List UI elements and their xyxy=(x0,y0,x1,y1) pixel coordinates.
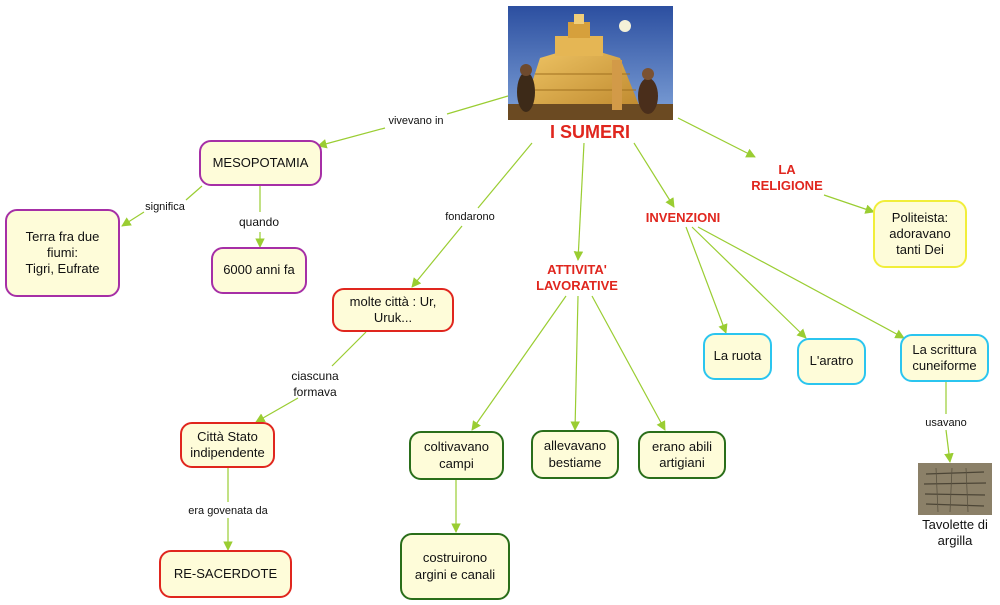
node-costruirono[interactable]: costruirono argini e canali xyxy=(400,533,510,600)
node-mesopotamia[interactable]: MESOPOTAMIA xyxy=(199,140,322,186)
node-aratro[interactable]: L'aratro xyxy=(797,338,866,385)
line-invenzioni-aratro xyxy=(691,226,807,339)
node-tavolette[interactable]: Tavolette di argilla xyxy=(922,517,988,549)
line-religione-politeista xyxy=(823,194,875,214)
node-scrittura[interactable]: La scrittura cuneiforme xyxy=(900,334,989,382)
node-stato[interactable]: Città Stato indipendente xyxy=(180,422,275,468)
node-politeista[interactable]: Politeista: adoravano tanti Dei xyxy=(873,200,967,268)
node-coltivavano[interactable]: coltivavano campi xyxy=(409,431,504,480)
link-vivevano: vivevano in xyxy=(388,115,444,127)
link-quando: quando xyxy=(238,215,280,229)
node-allevavano[interactable]: allevavano bestiame xyxy=(531,430,619,479)
line-significa-terra xyxy=(121,211,145,227)
link-usavano: usavano xyxy=(925,417,967,429)
node-invenzioni[interactable]: INVENZIONI xyxy=(645,210,721,225)
line-sumeri-invenzioni xyxy=(633,142,675,208)
line-attivita-coltivavano xyxy=(471,295,567,431)
node-citta[interactable]: molte città : Ur, Uruk... xyxy=(332,288,454,332)
node-ruota[interactable]: La ruota xyxy=(703,333,772,380)
line-citta-ciascuna xyxy=(331,331,367,367)
line-vivevano-mesopotamia xyxy=(317,127,386,149)
line-invenzioni-ruota xyxy=(685,226,728,334)
clay-tablet-image xyxy=(918,463,992,515)
node-attivita[interactable]: ATTIVITA' LAVORATIVE xyxy=(536,262,618,294)
node-re[interactable]: RE-SACERDOTE xyxy=(159,550,292,598)
node-artigiani[interactable]: erano abili artigiani xyxy=(638,431,726,479)
node-religione[interactable]: LA RELIGIONE xyxy=(751,162,823,194)
line-sumeri-vivevano xyxy=(446,95,509,115)
link-governata: era govenata da xyxy=(188,505,268,517)
line-ciascuna-stato xyxy=(255,397,299,423)
line-fondarono-citta xyxy=(411,225,463,288)
link-fondarono: fondarono xyxy=(445,211,495,223)
line-usavano-tavolette xyxy=(944,429,954,463)
line-sumeri-religione xyxy=(677,117,756,158)
node-anni[interactable]: 6000 anni fa xyxy=(211,247,307,294)
line-attivita-allevavano xyxy=(570,295,580,431)
line-sumeri-attivita xyxy=(573,142,585,261)
map-title: I SUMERI xyxy=(549,122,630,142)
line-invenzioni-scrittura xyxy=(697,226,905,339)
ziggurat-image xyxy=(508,6,673,120)
node-terra[interactable]: Terra fra due fiumi: Tigri, Eufrate xyxy=(5,209,120,297)
link-ciascuna: ciascuna formava xyxy=(291,369,339,399)
line-attivita-artigiani xyxy=(591,295,666,431)
line-mesopotamia-significa xyxy=(185,185,203,201)
line-sumeri-fondarono xyxy=(477,142,533,209)
link-significa: significa xyxy=(145,201,185,213)
